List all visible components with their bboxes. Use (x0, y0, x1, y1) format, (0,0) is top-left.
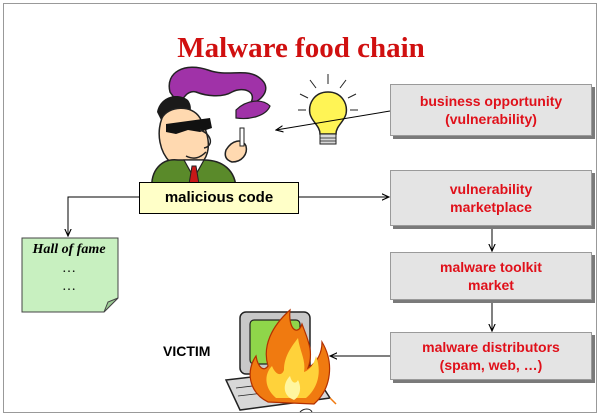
malware-toolkit-market-box: malware toolkit market (390, 252, 592, 300)
box-line: marketplace (450, 199, 532, 215)
box-line: (spam, web, …) (439, 357, 543, 373)
box-line: vulnerability (449, 181, 533, 197)
box-line: market (468, 277, 514, 293)
hall-of-fame-line: … (62, 261, 76, 276)
arrow-business-to-hacker (276, 110, 391, 130)
box-line: business opportunity (419, 93, 563, 109)
box-line: (vulnerability) (445, 111, 537, 127)
lightbulb-icon (298, 74, 358, 145)
malware-distributors-box: malware distributors (spam, web, …) (390, 332, 592, 380)
slide-frame (3, 3, 597, 413)
victim-label: VICTIM (163, 343, 211, 359)
hall-of-fame-title: Hall of fame (32, 242, 106, 257)
hacker-icon (151, 66, 271, 191)
box-line: malware toolkit (440, 259, 542, 275)
business-opportunity-box: business opportunity (vulnerability) (390, 84, 592, 136)
hall-of-fame-text: Hall of fame … … (22, 240, 116, 296)
vulnerability-marketplace-box: vulnerability marketplace (390, 170, 592, 226)
box-line: malware distributors (422, 339, 560, 355)
burning-computer-icon (224, 308, 337, 413)
hall-of-fame-line: … (62, 279, 76, 294)
malicious-code-box: malicious code (139, 182, 299, 214)
note-fold (103, 297, 119, 313)
slide-title: Malware food chain (177, 32, 425, 64)
arrow-malicious-to-hall-of-fame (68, 196, 139, 236)
